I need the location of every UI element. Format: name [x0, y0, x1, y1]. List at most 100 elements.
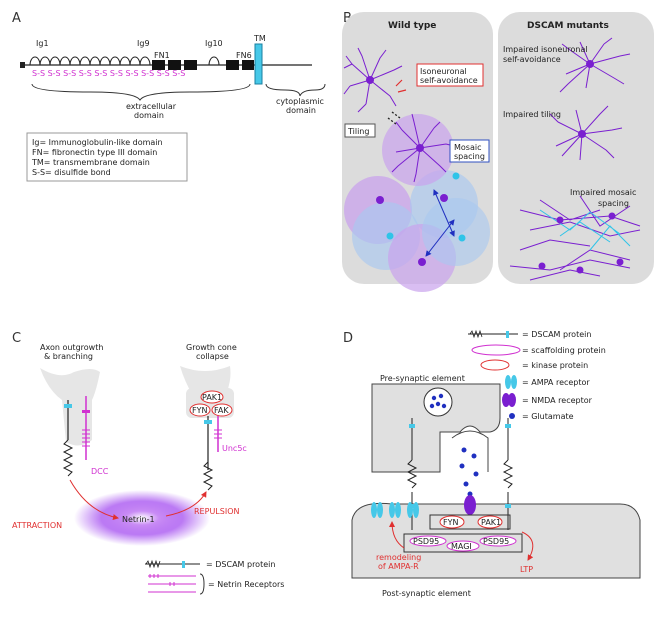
mutants-title: DSCAM mutants	[527, 21, 609, 31]
c-legend-netrin: = Netrin Receptors	[208, 580, 284, 589]
tiling-arrows	[387, 111, 401, 125]
d-fyn-oval	[439, 515, 465, 529]
repulsion-arrow	[165, 491, 207, 517]
c-left-receptors	[62, 396, 90, 477]
c-legend-dscam-icon	[145, 559, 200, 569]
legend-tm: TM= transmembrane domain	[31, 158, 150, 167]
panel-b-letter: B	[343, 11, 352, 26]
vesicle-glutamate	[429, 393, 447, 409]
c-legend-dscam: = DSCAM protein	[206, 560, 275, 569]
impaired-mosaic-label-2: spacing	[598, 199, 629, 208]
ig10-label: Ig10	[205, 39, 223, 48]
d-legend-ampa: = AMPA receptor	[522, 378, 590, 387]
kinase-complex-box	[429, 514, 511, 530]
psd95-left	[409, 535, 447, 547]
attraction-label: ATTRACTION	[12, 521, 62, 530]
postsynaptic-label: Post-synaptic element	[382, 589, 471, 598]
post-tm-2	[505, 504, 511, 508]
axon-label-2: & branching	[44, 352, 93, 361]
mutant-cyan-dendrites	[539, 209, 631, 251]
unc5c-label: Unc5c	[222, 444, 247, 453]
fn6-label: FN6	[236, 51, 252, 60]
impaired-tiling-label: Impaired tiling	[503, 110, 561, 119]
panel-a-legend	[26, 132, 188, 182]
tm-label: TM	[253, 34, 266, 43]
ig-domain-loops	[29, 56, 151, 66]
ig9-label: Ig9	[137, 39, 150, 48]
panel-a: A Ig1 Ig9 Ig10 FN1 FN6 TM S-S S-S S-S S-…	[12, 11, 326, 182]
impaired-iso-label-2: self-avoidance	[503, 55, 561, 64]
psd95-left-label: PSD95	[413, 537, 439, 546]
legend-ig: Ig= Immunoglobulin-like domain	[32, 138, 163, 147]
tiling-box	[344, 123, 376, 138]
disulfide-marks: S-S S-S S-S S-S S-S S-S S-S S-S S-S S-S	[32, 69, 185, 78]
cytoplasmic-brace	[265, 83, 326, 97]
mosaic-label-2: spacing	[454, 152, 485, 161]
c-fyn-label: FYN	[192, 406, 207, 415]
netrin-label: Netrin-1	[122, 515, 155, 524]
tiling-label: Tiling	[347, 127, 369, 136]
panel-c: C Axon outgrowth & branching Growth cone…	[12, 331, 284, 595]
d-legend-scaffold: = scaffolding protein	[522, 346, 606, 355]
repulsion-label: REPULSION	[194, 507, 239, 516]
dcc-label: DCC	[91, 467, 109, 476]
panel-b: B Wild type DSCAM mutants	[342, 11, 654, 292]
extracellular-label-1: extracellular	[126, 102, 177, 111]
fn-domain-blocks	[152, 60, 254, 70]
extracellular-label-2: domain	[134, 111, 164, 120]
svg-text:S-S S-S S-S S-S S-S S-S S-S S-: S-S S-S S-S S-S S-S S-S S-S S-S S-S S-S	[32, 69, 185, 78]
pak1-oval	[200, 390, 224, 404]
transmembrane-domain	[254, 43, 263, 85]
d-legend-nmda: = NMDA receptor	[522, 396, 593, 405]
panel-d: D = DSCAM protein = scaffolding protein …	[343, 329, 641, 598]
c-fak-label: FAK	[214, 406, 229, 415]
axon-label-1: Axon outgrowth	[40, 343, 103, 352]
nmda-receptor	[464, 495, 476, 515]
presynaptic-label: Pre-synaptic element	[380, 374, 465, 383]
psd95-right-label: PSD95	[483, 537, 509, 546]
legend-ss: S-S= disulfide bond	[32, 168, 111, 177]
fyn-oval	[189, 403, 211, 417]
isoneuronal-label-1: Isoneuronal	[420, 67, 467, 76]
collapse-label-1: Growth cone	[186, 343, 237, 352]
n-terminus	[20, 62, 25, 68]
remodel-arrow	[389, 521, 405, 549]
c-legend-brace	[199, 573, 205, 595]
magi-oval	[446, 540, 480, 552]
d-pak1-oval	[477, 515, 503, 529]
d-legend-kinase: = kinase protein	[522, 361, 588, 370]
extracellular-brace	[31, 83, 251, 101]
remodel-label-1: remodeling	[376, 553, 421, 562]
cleft-glutamate	[459, 447, 479, 497]
impaired-iso-label-1: Impaired isoneuronal	[503, 45, 588, 54]
magi-label: MAGI	[451, 542, 472, 551]
panel-c-letter: C	[12, 331, 21, 346]
pre-tm-2	[505, 424, 511, 428]
wild-type-title: Wild type	[388, 21, 436, 31]
self-avoidance-box	[416, 63, 484, 87]
c-right-receptors	[202, 416, 222, 491]
isoneuronal-label-2: self-avoidance	[420, 76, 478, 85]
fn1-label: FN1	[154, 51, 170, 60]
ltp-arrow	[521, 531, 534, 561]
scaffold-complex-box	[403, 533, 523, 553]
cytoplasmic-label-2: domain	[286, 106, 316, 115]
collapse-label-2: collapse	[196, 352, 229, 361]
d-legend-dscam: = DSCAM protein	[522, 330, 591, 339]
mutant-somas	[538, 60, 624, 274]
remodel-label-2: of AMPA-R	[378, 562, 419, 571]
ig1-label: Ig1	[36, 39, 49, 48]
impaired-mosaic-label-1: Impaired mosaic	[570, 188, 636, 197]
fak-oval	[211, 403, 233, 417]
c-pak1-label: PAK1	[202, 393, 222, 402]
mosaic-label-1: Mosaic	[454, 143, 482, 152]
presynaptic-terminal	[371, 383, 501, 473]
ltp-label: LTP	[520, 565, 533, 574]
legend-fn: FN= fibronectin type III domain	[32, 148, 157, 157]
psd95-right	[479, 535, 517, 547]
d-legend-icons	[468, 329, 521, 419]
d-fyn-label: FYN	[443, 518, 458, 527]
ampa-receptors	[371, 502, 419, 518]
mosaic-box	[449, 139, 490, 163]
